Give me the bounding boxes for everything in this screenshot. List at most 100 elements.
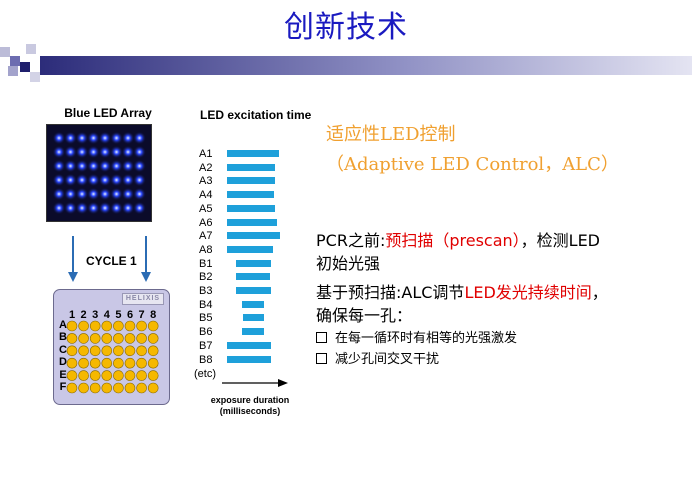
excitation-bar [227, 204, 275, 212]
led-dot [98, 159, 112, 173]
led-dot [52, 159, 66, 173]
well-plate [53, 289, 170, 405]
led-dot [121, 201, 135, 215]
plate-column-label: 5 [115, 309, 122, 321]
para1-suffix: ，检测LED [520, 231, 601, 250]
led-dot [75, 187, 89, 201]
right-arrow-icon [222, 379, 288, 387]
led-dot [87, 131, 100, 145]
bar-label: B2 [199, 271, 213, 284]
led-dot [110, 159, 123, 173]
led-dot [133, 145, 146, 159]
bar-label: A5 [199, 202, 213, 215]
plate-column-label: 1 [68, 309, 76, 321]
bar-label: A2 [199, 161, 213, 174]
paragraph-1-line-2: 初始光强 [316, 254, 381, 273]
square-bullet-icon [316, 353, 327, 364]
led-dot [52, 201, 66, 215]
alc-title: 适应性LED控制 [326, 124, 456, 145]
excitation-bar [227, 341, 271, 349]
led-dot [98, 131, 112, 145]
excitation-bar [227, 150, 279, 157]
blue-led-array-image [46, 124, 152, 222]
led-dot [75, 131, 89, 145]
excitation-bar [242, 300, 264, 308]
led-dot [87, 187, 100, 201]
down-arrow-icon [141, 236, 151, 282]
plate-row-label: E [59, 368, 67, 381]
plate-column-label: 6 [126, 309, 134, 321]
led-dot [121, 131, 135, 145]
excitation-bar [236, 287, 271, 294]
led-dot [110, 187, 123, 201]
excitation-bar [243, 314, 264, 322]
led-dot [133, 131, 146, 145]
excitation-bar [242, 328, 264, 336]
bar-label: A4 [199, 189, 213, 202]
plate-row-label: F [59, 381, 67, 393]
led-dot [110, 173, 123, 187]
plate-column-label: 3 [92, 309, 99, 321]
para1-prefix: PCR之前: [316, 231, 386, 250]
led-dot [133, 159, 146, 173]
led-dot [52, 173, 66, 187]
led-dot [87, 201, 100, 215]
led-dot [52, 187, 66, 201]
para1-highlight: 预扫描（prescan） [385, 231, 521, 250]
led-dot [87, 173, 100, 187]
led-grid [52, 131, 146, 215]
para2-suffix: ， [591, 283, 608, 302]
excitation-bar [227, 232, 280, 240]
led-dot [98, 145, 112, 159]
bullet-text: 减少孔间交叉干扰 [335, 352, 440, 367]
etc-label: (etc) [194, 368, 216, 380]
square-bullet-icon [316, 332, 327, 343]
led-dot [133, 201, 146, 215]
led-dot [98, 173, 112, 187]
led-dot [64, 145, 77, 159]
excitation-bar [236, 259, 271, 267]
bar-label: A6 [199, 216, 213, 229]
excitation-bar [227, 177, 275, 185]
plate-row-label: A [59, 319, 67, 331]
bar-label: B7 [199, 339, 213, 352]
plate-row-label: D [59, 356, 67, 369]
led-dot [110, 145, 123, 159]
led-dot [133, 173, 146, 187]
led-dot [87, 159, 100, 173]
led-dot [110, 201, 123, 215]
slide-title: 创新技术 [284, 10, 408, 45]
plate-column-label: 4 [103, 309, 110, 321]
plate-logo: HELIXIS [122, 293, 164, 305]
para2-prefix: 基于预扫描:ALC调节 [316, 283, 465, 302]
excitation-bar [227, 355, 271, 363]
led-dot [64, 173, 77, 187]
paragraph-2-line-2: 确保每一孔： [316, 306, 413, 325]
led-dot [64, 201, 77, 215]
excitation-bar [236, 273, 270, 281]
bar-label: A3 [199, 175, 213, 188]
exposure-label-line2: (milliseconds) [219, 406, 281, 416]
bullet-text: 在每一循环时有相等的光强激发 [335, 331, 518, 346]
plate-column-label: 7 [138, 309, 145, 321]
exposure-duration-label: exposure duration (milliseconds) [204, 395, 296, 417]
decorative-header-band [0, 44, 692, 82]
led-dot [121, 159, 135, 173]
bar-label: B6 [199, 326, 213, 339]
led-dot [52, 131, 66, 145]
excitation-bar [227, 218, 277, 226]
excitation-bar [227, 245, 273, 253]
led-dot [75, 145, 89, 159]
led-dot [133, 187, 146, 201]
led-dot [64, 187, 77, 201]
plate-column-label: 2 [80, 309, 87, 321]
led-dot [121, 145, 135, 159]
down-arrow-icon [68, 236, 78, 282]
bar-label: B5 [199, 312, 213, 325]
led-dot [75, 159, 89, 173]
excitation-bar [227, 191, 274, 199]
led-dot [121, 187, 135, 201]
led-dot [110, 131, 123, 145]
led-dot [64, 159, 77, 173]
led-dot [64, 131, 77, 145]
